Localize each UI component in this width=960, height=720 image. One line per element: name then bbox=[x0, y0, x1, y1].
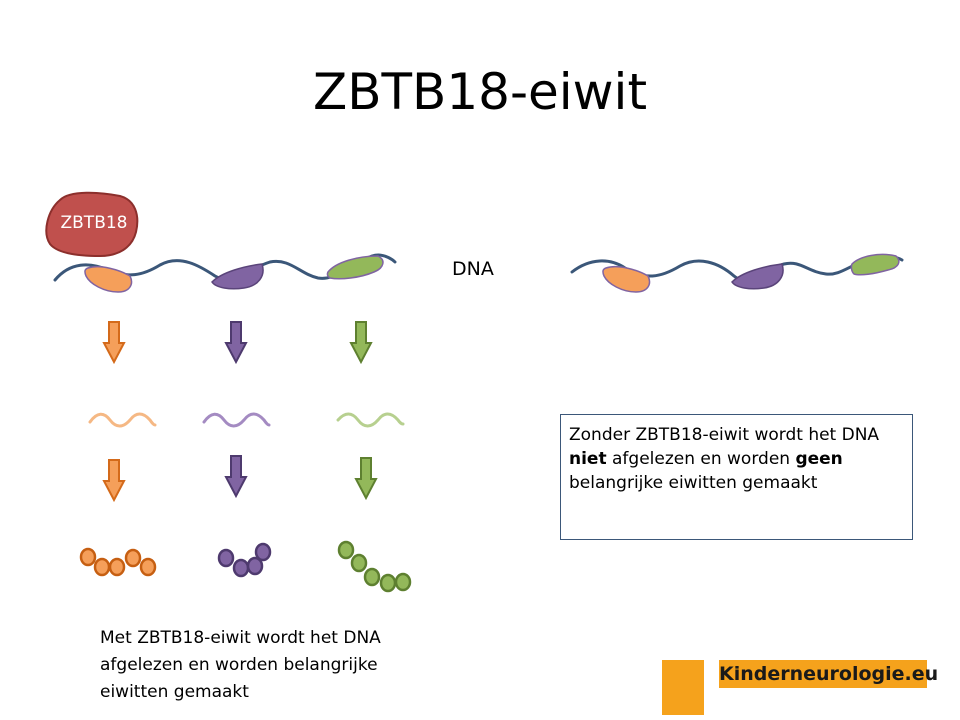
protein-chain-green bbox=[337, 540, 412, 593]
gene-purple-left bbox=[211, 263, 264, 290]
dna-label: DNA bbox=[452, 258, 494, 280]
textbox-part1: Zonder ZBTB18-eiwit wordt het DNA bbox=[569, 425, 880, 445]
mrna-orange bbox=[88, 412, 157, 428]
textbox-bold-geen: geen bbox=[795, 449, 843, 469]
without-zbtb18-textbox: Zonder ZBTB18-eiwit wordt het DNA niet a… bbox=[560, 414, 913, 540]
zbtb18-protein-label: ZBTB18 bbox=[60, 213, 128, 233]
gene-green-right bbox=[850, 253, 900, 276]
protein-chain-purple bbox=[217, 542, 272, 578]
arrow-down-purple-2 bbox=[224, 455, 248, 499]
gene-orange-left bbox=[84, 265, 133, 293]
protein-chain-orange bbox=[79, 547, 157, 577]
gene-green-left bbox=[326, 255, 384, 280]
logo-icon bbox=[662, 660, 704, 715]
gene-purple-right bbox=[731, 263, 784, 290]
textbox-part2: afgelezen en worden bbox=[606, 449, 796, 469]
textbox-part3: belangrijke eiwitten gemaakt bbox=[569, 473, 818, 493]
textbox-bold-niet: niet bbox=[569, 449, 607, 469]
arrow-down-orange-1 bbox=[102, 321, 126, 365]
mrna-purple bbox=[202, 412, 271, 428]
arrow-down-purple-1 bbox=[224, 321, 248, 365]
with-zbtb18-caption: Met ZBTB18-eiwit wordt het DNA afgelezen… bbox=[100, 628, 381, 702]
zbtb18-protein-shape bbox=[45, 191, 139, 258]
slide-title: ZBTB18-eiwit bbox=[312, 63, 648, 121]
arrow-down-green-1 bbox=[349, 321, 373, 365]
arrow-down-orange-2 bbox=[102, 459, 126, 503]
arrow-down-green-2 bbox=[354, 457, 378, 501]
gene-orange-right bbox=[602, 265, 651, 293]
logo-text: Kinderneurologie.eu bbox=[719, 660, 938, 688]
mrna-green bbox=[336, 412, 405, 428]
